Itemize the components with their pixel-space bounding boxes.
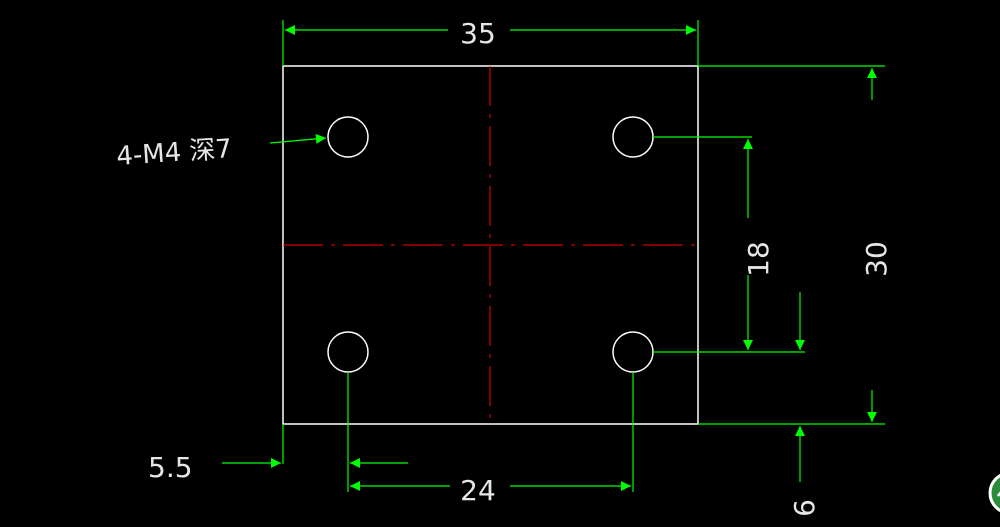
dim-hole-spacing-y-label: 18	[742, 241, 775, 277]
hole-top-right	[612, 116, 654, 158]
dim-height-30	[698, 65, 885, 425]
dim-hole-spacing-24	[347, 372, 634, 492]
dim-edge-offset-y-label: 6	[788, 499, 821, 517]
dim-edge-offset-x-label: 5.5	[148, 451, 193, 484]
dim-edge-offset-5-5	[222, 424, 408, 468]
dim-hole-spacing-18	[653, 136, 805, 353]
hole-note-leader	[269, 133, 327, 144]
dim-width-label: 35	[460, 17, 496, 50]
hole-note-label: 4-M4 深7	[115, 134, 233, 172]
dim-height-label: 30	[860, 241, 893, 277]
hole-bottom-left	[327, 331, 369, 373]
hole-bottom-right	[612, 331, 654, 373]
green-circle-logo-icon	[988, 473, 1000, 513]
hole-top-left	[327, 116, 369, 158]
dim-hole-spacing-x-label: 24	[460, 474, 496, 507]
dim-width-35	[282, 20, 699, 66]
